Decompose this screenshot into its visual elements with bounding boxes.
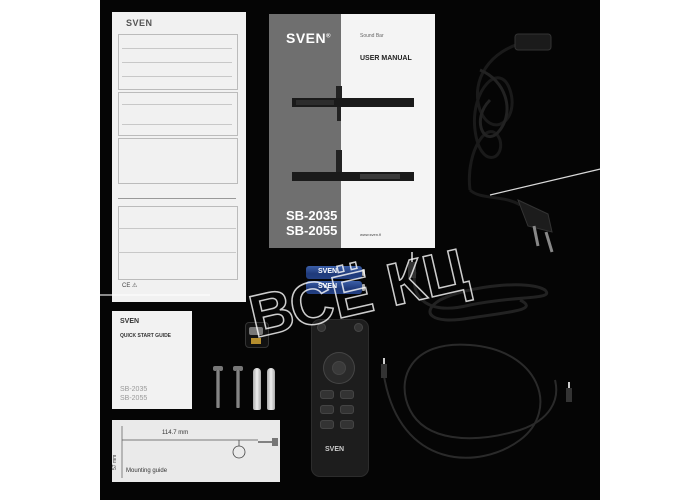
- warranty-form-box: [118, 34, 238, 90]
- mounting-height-label: 57 mm: [112, 454, 118, 470]
- screw-head: [213, 366, 223, 371]
- mounting-hole: [232, 445, 246, 459]
- warranty-card: [112, 12, 246, 302]
- user-manual-model-1: SB-2035: [286, 208, 338, 223]
- mounting-guide: [112, 420, 280, 482]
- remote-mute-button: [354, 323, 363, 332]
- plug-pin: [544, 231, 554, 253]
- user-manual-side-panel: [269, 14, 341, 248]
- user-manual-title: USER MANUAL: [360, 55, 412, 62]
- user-manual-model-2: SB-2055: [286, 223, 338, 238]
- user-manual-logo: SVEN®: [286, 30, 332, 46]
- remote-button: [340, 390, 354, 399]
- form-line: [122, 104, 232, 105]
- form-line: [122, 62, 232, 63]
- hdmi-adapter-body: [249, 327, 263, 335]
- battery: SVEN: [306, 266, 365, 279]
- quick-start-brand: SVEN: [120, 318, 140, 325]
- remote-ok-button: [332, 361, 346, 375]
- cut-line: [118, 198, 236, 199]
- remote-brand: SVEN: [325, 446, 345, 453]
- mounting-width-label: 114.7 mm: [162, 430, 189, 436]
- screw: [236, 370, 240, 408]
- remote-button: [340, 420, 354, 429]
- remote-button: [340, 405, 354, 414]
- warranty-form-box: [118, 92, 238, 136]
- screw-head: [233, 366, 243, 371]
- warranty-form-box: [118, 138, 238, 184]
- quick-start-title: QUICK START GUIDE: [120, 333, 172, 339]
- remote-power-button: [317, 323, 326, 332]
- hdmi-adapter-contact: [251, 338, 261, 344]
- soundbar-top: [292, 86, 414, 121]
- quick-start-guide: [112, 311, 192, 409]
- screw: [216, 370, 220, 408]
- form-line: [122, 76, 232, 77]
- coupon-row-line: [118, 252, 236, 253]
- form-line: [122, 124, 232, 125]
- form-line: [122, 48, 232, 49]
- soundbar-bottom: [292, 150, 414, 181]
- plug-pin: [532, 225, 540, 247]
- battery-pair: SVEN SVEN: [306, 266, 365, 296]
- user-manual-website: www.sven.fi: [360, 232, 382, 237]
- quick-start-model-2: SB-2055: [120, 395, 148, 402]
- coupon-grid: [118, 206, 238, 280]
- certification-marks: CE ⚠: [122, 283, 138, 289]
- power-connector: [514, 33, 552, 51]
- wall-anchor: [267, 368, 275, 410]
- wall-anchor: [253, 368, 261, 410]
- battery: SVEN: [306, 281, 365, 294]
- remote-button: [320, 420, 334, 429]
- remote-button: [320, 405, 334, 414]
- remote-button: [320, 390, 334, 399]
- user-manual-subtitle: Sound Bar: [360, 33, 384, 39]
- coupon-row-line: [118, 228, 236, 229]
- warranty-card-brand: SVEN: [126, 18, 153, 28]
- quick-start-model-1: SB-2035: [120, 386, 148, 393]
- power-plug: [517, 199, 553, 233]
- mounting-guide-label: Mounting guide: [126, 468, 168, 474]
